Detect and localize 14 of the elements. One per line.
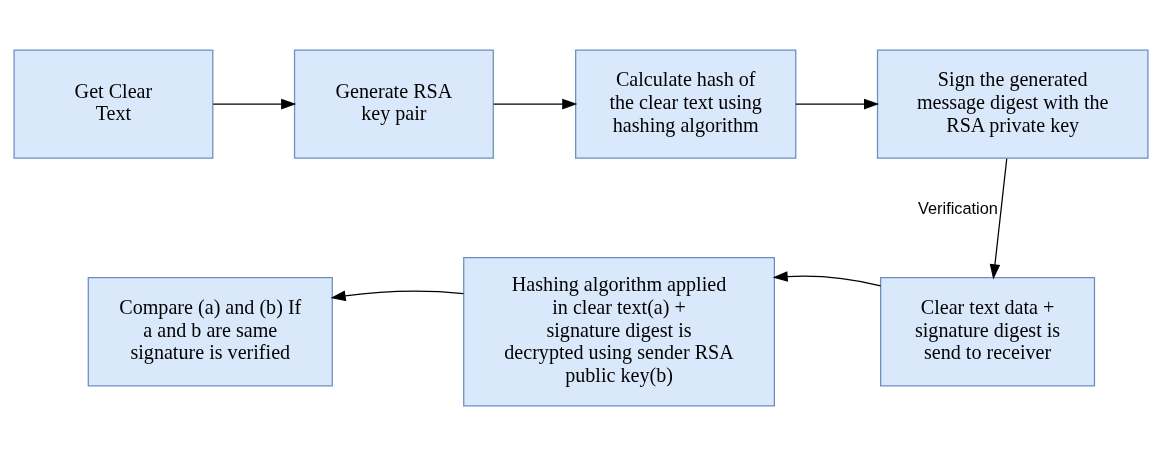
node-box: Get Clear Text: [13, 49, 214, 159]
arrow: [493, 98, 578, 110]
arrow: [212, 98, 297, 110]
node-box: Calculate hash of the clear text using hashing algorithm: [575, 49, 797, 159]
arrow: [795, 98, 880, 110]
node-box: Clear text data + signature digest is send to receiver: [880, 277, 1096, 387]
arrow: [330, 290, 465, 302]
arrow: [989, 158, 1008, 280]
node-box: Compare (a) and (b) If a and b are same signature is verified: [87, 277, 333, 387]
node-box: Sign the generated message digest with the RSA private key: [876, 49, 1149, 159]
node-box: Hashing algorithm applied in clear text(a) + signature digest is decrypted using sender RSA public key(b): [463, 256, 775, 407]
edge-label: Verification: [917, 198, 998, 217]
node-box: Generate RSA key pair: [293, 49, 494, 159]
arrow: [772, 271, 882, 287]
